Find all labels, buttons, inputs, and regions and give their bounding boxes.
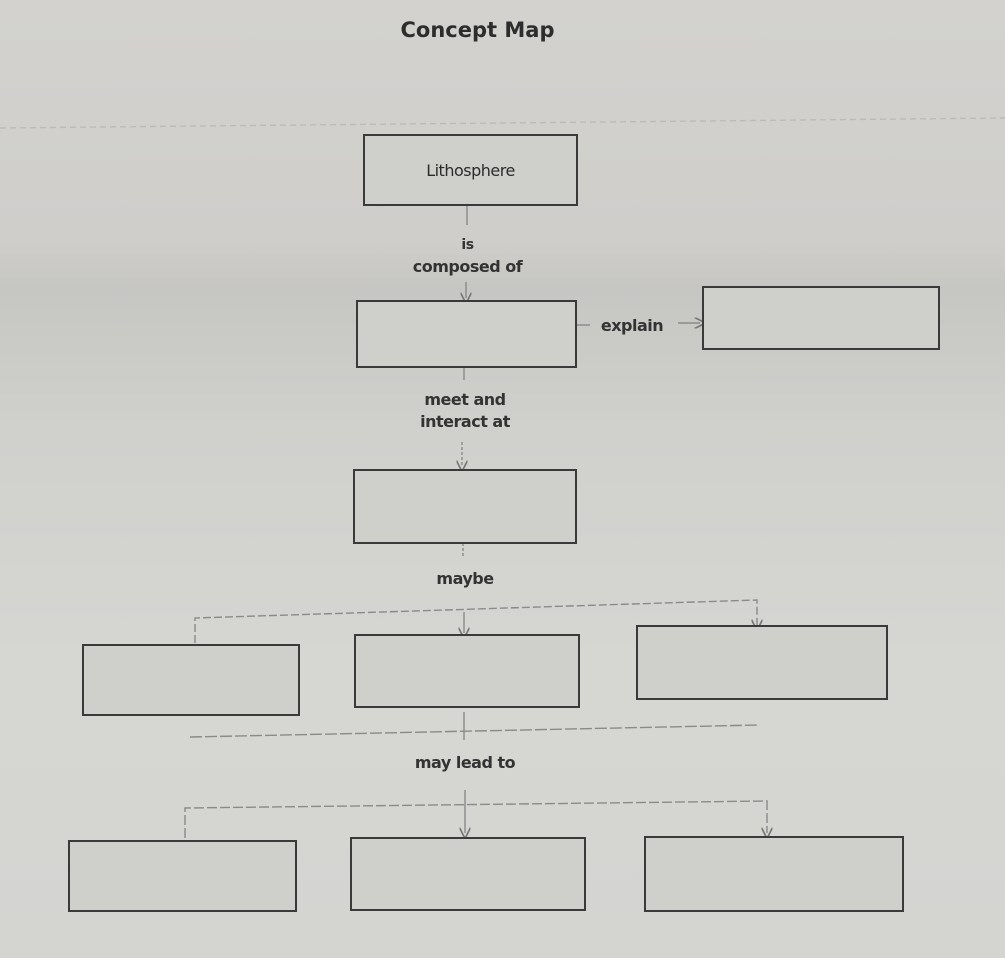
lead-to-node-1[interactable] [68, 840, 297, 912]
composition-node[interactable] [356, 300, 577, 368]
lead-to-node-2[interactable] [350, 837, 586, 911]
link-label-meet-and: meet and [424, 390, 506, 409]
link-label-may-lead-to: may lead to [414, 753, 516, 772]
link-label-is-composed-of: is composed of [395, 234, 540, 278]
lead-to-node-3[interactable] [644, 836, 904, 912]
maybe-node-2[interactable] [354, 634, 580, 708]
page-title: Concept Map [400, 18, 555, 42]
lithosphere-label: Lithosphere [426, 160, 515, 180]
link-label-explain: explain [600, 316, 664, 335]
lithosphere-node: Lithosphere [363, 134, 578, 206]
maybe-node-3[interactable] [636, 625, 888, 700]
link-label-meet-interact: meet and interact at [395, 389, 535, 433]
link-label-interact-at: interact at [420, 412, 510, 431]
link-label-composed-of: composed of [412, 257, 523, 276]
maybe-node-1[interactable] [82, 644, 300, 716]
interaction-node[interactable] [353, 469, 577, 544]
link-label-maybe: maybe [436, 569, 494, 588]
explain-target-node[interactable] [702, 286, 940, 350]
link-label-is: is [461, 237, 474, 253]
